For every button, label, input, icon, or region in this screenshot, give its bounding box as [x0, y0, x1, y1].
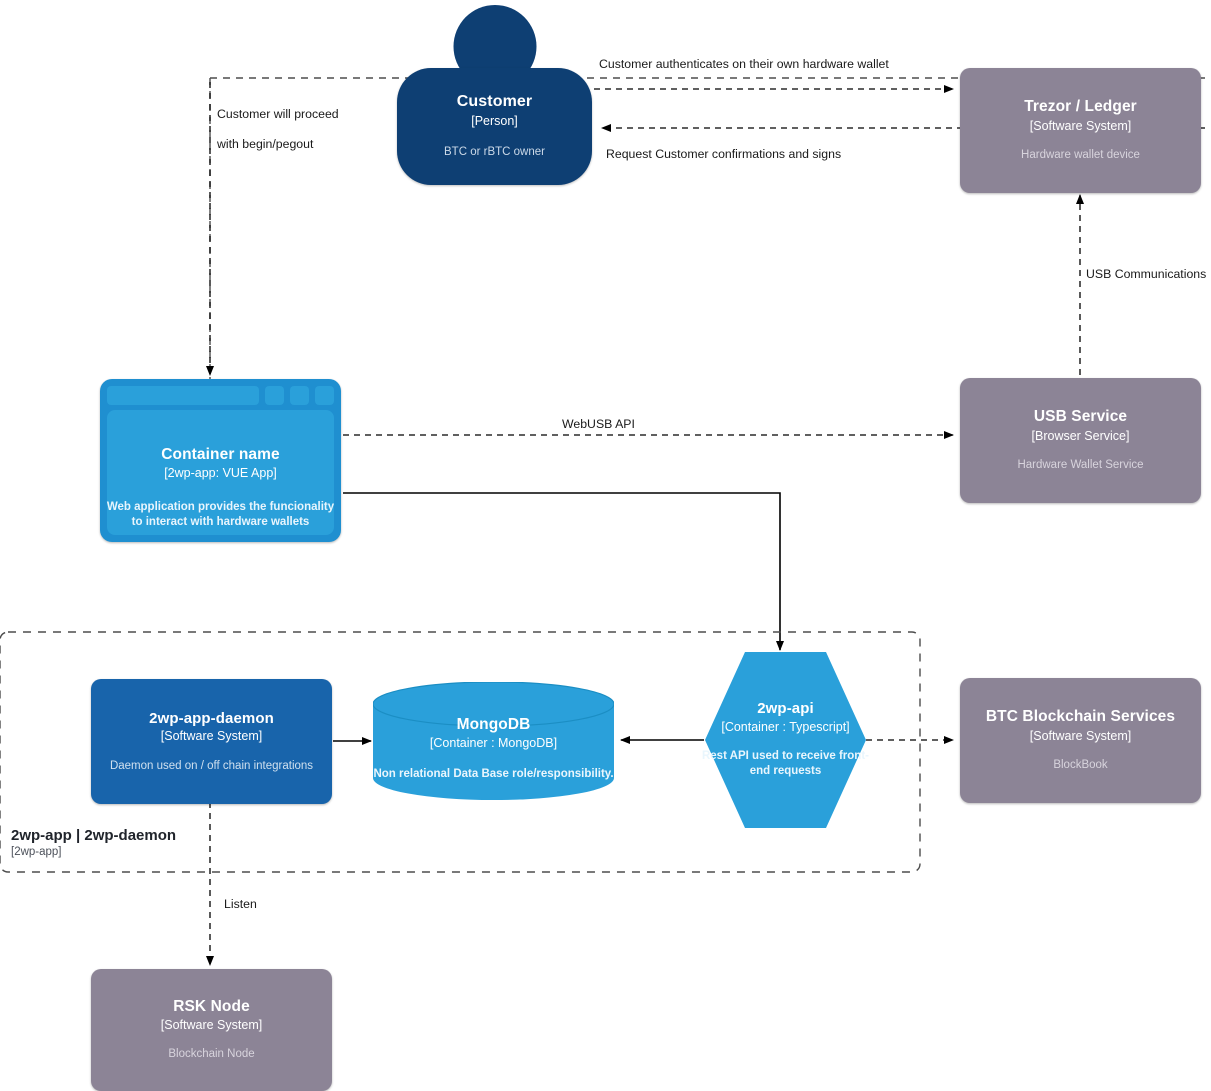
cylinder-label: MongoDB [Container : MongoDB] Non relati… — [373, 682, 614, 800]
node-desc: Hardware Wallet Service — [1017, 458, 1144, 471]
node-customer[interactable]: Customer [Person] BTC or rBTC owner — [397, 5, 592, 185]
node-2wp-app-daemon[interactable]: 2wp-app-daemon [Software System] Daemon … — [91, 679, 332, 804]
node-title: Customer — [456, 93, 533, 111]
edge-label-daemon-to-rsk: Listen — [224, 897, 257, 911]
boundary-label-2wp-app: 2wp-app | 2wp-daemon [2wp-app] — [11, 827, 176, 858]
edge-container-to-api — [343, 492, 784, 651]
edge-label-container-to-usb: WebUSB API — [562, 417, 635, 431]
node-trezor-ledger[interactable]: Trezor / Ledger [Software System] Hardwa… — [960, 68, 1201, 193]
node-title: USB Service — [1033, 408, 1128, 426]
node-title: MongoDB — [456, 715, 531, 733]
edge-label-customer-to-container-line1: Customer will proceed — [217, 107, 339, 121]
node-title: Container name — [161, 446, 280, 463]
node-tech: [Browser Service] — [1031, 428, 1130, 443]
node-desc: BTC or rBTC owner — [444, 146, 545, 159]
node-desc: Daemon used on / off chain integrations — [109, 759, 314, 772]
person-body: Customer [Person] BTC or rBTC owner — [397, 68, 592, 185]
node-rsk-node[interactable]: RSK Node [Software System] Blockchain No… — [91, 969, 332, 1091]
window-body: Container name [2wp-app: VUE App] Web ap… — [107, 410, 334, 535]
node-tech: [2wp-app: VUE App] — [164, 466, 277, 481]
hexagon-shape — [705, 652, 866, 828]
node-btc-blockchain-services[interactable]: BTC Blockchain Services [Software System… — [960, 678, 1201, 803]
node-title: Trezor / Ledger — [1024, 98, 1137, 116]
node-2wp-api[interactable]: 2wp-api [Container : Typescript] Rest AP… — [702, 652, 869, 828]
node-tech: [Software System] — [160, 1018, 263, 1033]
edge-label-customer-to-container-line2: with begin/pegout — [217, 137, 314, 151]
window-close-icon[interactable] — [315, 386, 334, 405]
node-desc: Web application provides the funcionalit… — [106, 500, 335, 529]
window-minimize-icon[interactable] — [265, 386, 284, 405]
node-tech: [Container : Typescript] — [721, 719, 850, 734]
node-title: 2wp-app-daemon — [149, 709, 274, 727]
node-desc: Non relational Data Base role/responsibi… — [373, 768, 614, 781]
node-container-name[interactable]: Container name [2wp-app: VUE App] Web ap… — [100, 379, 341, 542]
node-title: 2wp-api — [757, 700, 814, 718]
node-desc: Rest API used to receive front-end reque… — [701, 749, 869, 778]
node-tech: [Software System] — [1029, 728, 1132, 743]
node-title: BTC Blockchain Services — [985, 708, 1176, 726]
edge-label-customer-to-trezor: Customer authenticates on their own hard… — [599, 57, 889, 71]
cylinder-shape — [373, 682, 614, 800]
node-tech: [Software System] — [1029, 118, 1132, 133]
boundary-title: 2wp-app | 2wp-daemon — [11, 827, 177, 844]
hexagon-label: 2wp-api [Container : Typescript] Rest AP… — [702, 652, 869, 828]
boundary-tech: [2wp-app] — [11, 846, 62, 858]
node-desc: Blockchain Node — [168, 1048, 255, 1061]
node-tech: [Person] — [471, 113, 518, 128]
window-maximize-icon[interactable] — [290, 386, 309, 405]
node-desc: BlockBook — [1053, 758, 1108, 771]
node-desc: Hardware wallet device — [1021, 148, 1140, 161]
node-tech: [Software System] — [160, 729, 263, 744]
window-title-bar — [107, 386, 334, 405]
node-title: RSK Node — [173, 997, 250, 1015]
edge-label-trezor-to-customer: Request Customer confirmations and signs — [606, 147, 842, 161]
node-usb-service[interactable]: USB Service [Browser Service] Hardware W… — [960, 378, 1201, 503]
node-tech: [Container : MongoDB] — [429, 736, 558, 751]
node-mongodb[interactable]: MongoDB [Container : MongoDB] Non relati… — [373, 682, 614, 800]
window-bar-fill — [107, 386, 259, 405]
edge-label-usb-to-trezor: USB Communications — [1086, 267, 1207, 281]
